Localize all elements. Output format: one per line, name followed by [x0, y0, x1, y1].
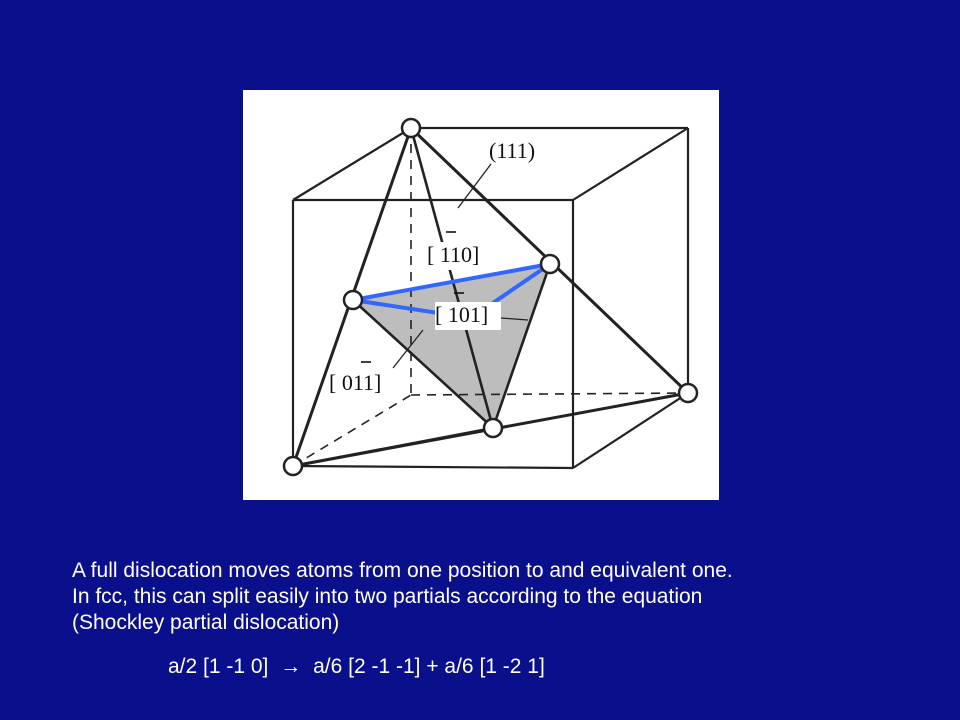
- inner-triangle-edges: [292, 127, 552, 468]
- fcc-crystal-figure: (111) [ 110] [ 101] [ 011]: [243, 90, 719, 500]
- explanation-text: A full dislocation moves atoms from one …: [72, 558, 932, 636]
- explanation-line-2: In fcc, this can split easily into two p…: [72, 585, 703, 608]
- label-leader-lines: [392, 163, 529, 369]
- hidden-cube-edges: [292, 128, 689, 467]
- right-arrow-icon: →: [280, 655, 302, 678]
- direction-label-110: [ 110]: [427, 242, 479, 267]
- full-dislocation-vector: [352, 262, 551, 302]
- atom-bottom-left: [282, 455, 304, 477]
- explanation-line-3: (Shockley partial dislocation): [72, 611, 340, 634]
- dislocation-equation: a/2 [1 -1 0] → a/6 [2 -1 -1] + a/6 [1 -2…: [168, 654, 545, 680]
- plane-111-label: (111): [489, 138, 535, 163]
- atoms: [282, 117, 699, 477]
- equation-lhs: a/2 [1 -1 0]: [168, 655, 269, 678]
- direction-label-011: [ 011]: [329, 370, 381, 395]
- equation-rhs: a/6 [2 -1 -1] + a/6 [1 -2 1]: [313, 655, 545, 678]
- atom-top: [400, 117, 422, 139]
- explanation-line-1: A full dislocation moves atoms from one …: [72, 559, 733, 582]
- atom-bottom-right: [677, 382, 699, 404]
- atom-bottom-mid: [482, 417, 504, 439]
- atom-left: [342, 289, 364, 311]
- cube-edges: [291, 126, 690, 470]
- atom-right: [539, 253, 561, 275]
- fcc-unit-cell-diagram: (111) [ 110] [ 101] [ 011]: [282, 117, 699, 477]
- direction-label-101: [ 101]: [435, 302, 488, 327]
